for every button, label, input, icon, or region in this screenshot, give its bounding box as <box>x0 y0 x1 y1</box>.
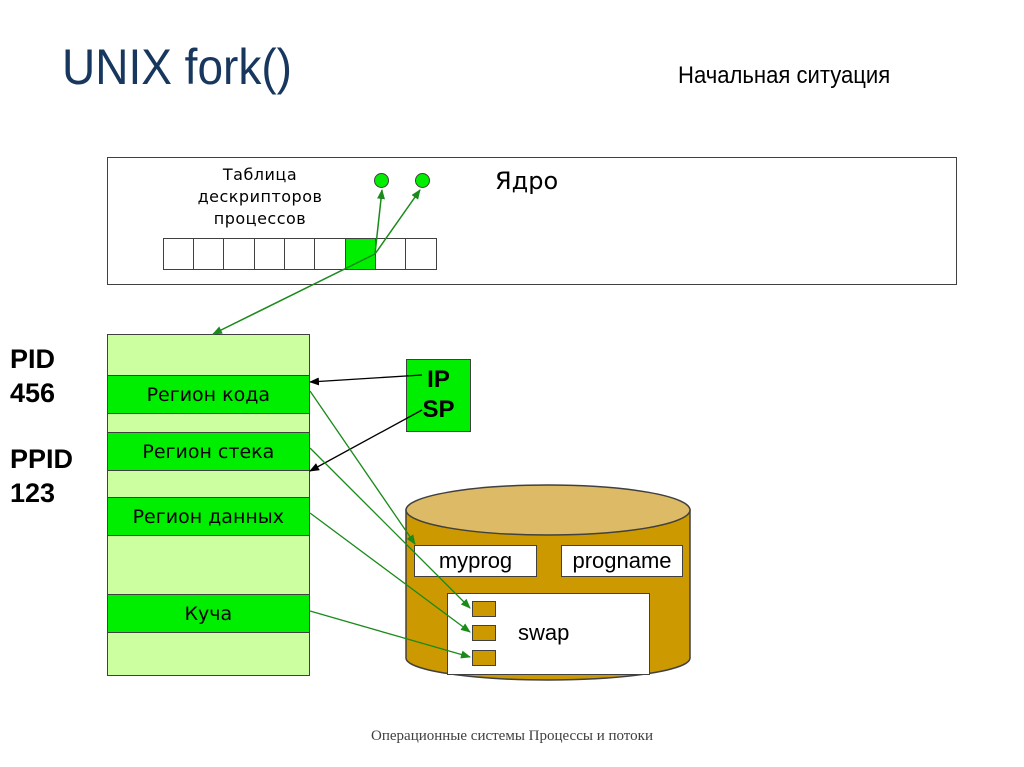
swap-slot <box>472 601 496 617</box>
region-heap: Куча <box>106 594 310 633</box>
slide-footer: Операционные системы Процессы и потоки <box>371 728 653 744</box>
pid-info: PID 456 PPID 123 <box>10 342 73 510</box>
sp-register: SP <box>422 396 455 423</box>
slide-subtitle: Начальная ситуация <box>678 62 891 89</box>
pid-label: PID <box>10 344 56 374</box>
disk-top <box>405 484 691 536</box>
kernel-node-1 <box>374 173 389 188</box>
ppid-value: 123 <box>10 478 56 508</box>
process-table-label: Таблица дескрипторов процессов <box>197 165 323 228</box>
swap-label: swap <box>518 620 570 645</box>
kernel-node-2 <box>415 173 430 188</box>
file-myprog: myprog <box>414 545 537 577</box>
swap-slot <box>472 625 496 641</box>
process-address-space: Регион кода Регион стека Регион данных К… <box>106 334 310 676</box>
ip-register: IP <box>427 366 450 393</box>
slide-title: UNIX fork() <box>62 39 292 95</box>
file-progname: progname <box>561 545 683 577</box>
region-stack: Регион стека <box>106 432 310 471</box>
kernel-label: Ядро <box>495 167 559 195</box>
ppid-label: PPID <box>10 444 74 474</box>
swap-slot <box>472 650 496 666</box>
pid-value: 456 <box>10 378 56 408</box>
region-code: Регион кода <box>106 375 310 414</box>
region-data: Регион данных <box>106 497 310 536</box>
